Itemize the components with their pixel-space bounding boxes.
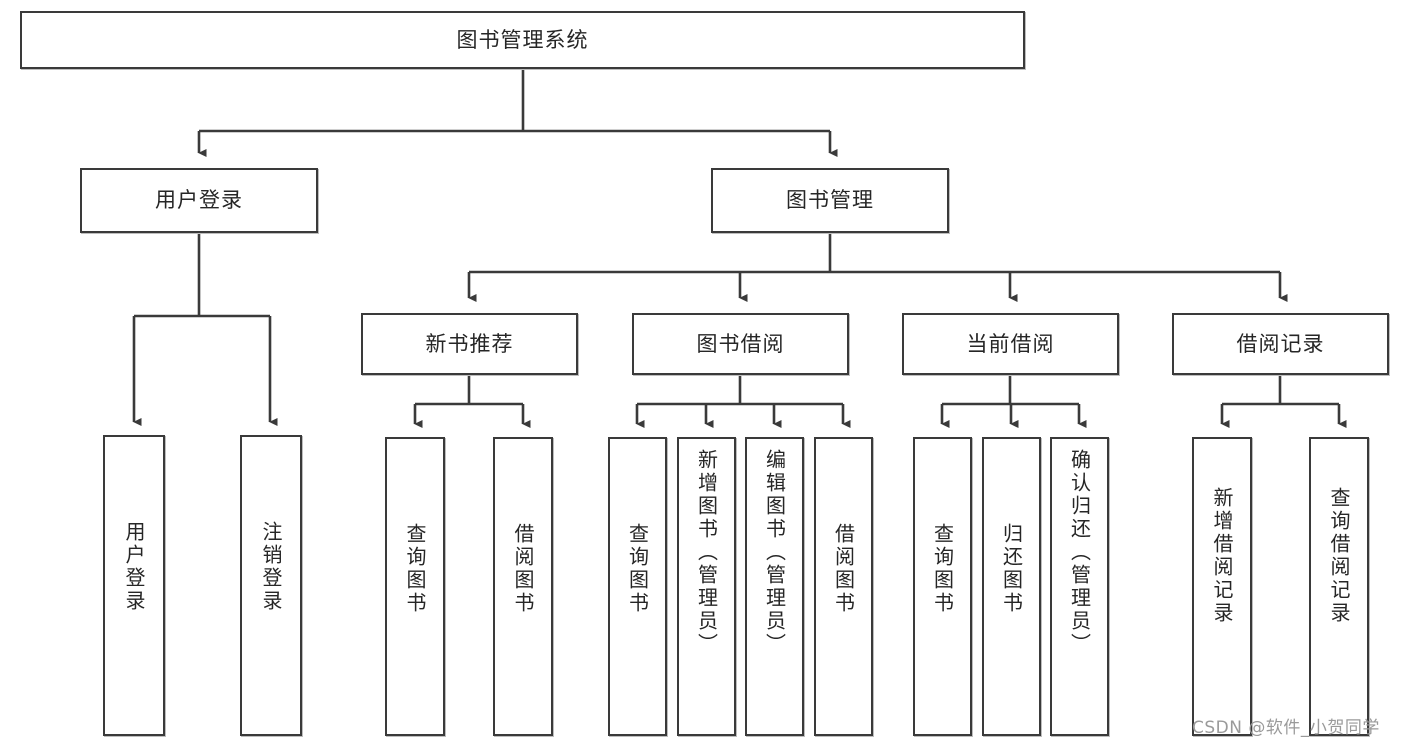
node-leaf-user-logout-label: 注销登录 (259, 521, 283, 613)
node-leaf-cur-return[interactable]: 归还图书 (982, 437, 1041, 736)
node-leaf-rec-add[interactable]: 新增借阅记录 (1192, 437, 1252, 736)
csdn-watermark: CSDN @软件_小贺同学 (1192, 718, 1380, 738)
node-new-book-rec-label: 新书推荐 (425, 331, 514, 356)
node-current-borrow[interactable]: 当前借阅 (902, 313, 1119, 375)
node-leaf-user-login-label: 用户登录 (122, 521, 146, 613)
node-root-label: 图书管理系统 (456, 27, 589, 52)
node-book-manage-label: 图书管理 (786, 188, 874, 213)
node-leaf-rec-borrow-label: 借阅图书 (511, 523, 535, 615)
node-current-borrow-label: 当前借阅 (966, 331, 1055, 356)
node-leaf-borrow-lend[interactable]: 借阅图书 (814, 437, 873, 736)
node-borrow-record[interactable]: 借阅记录 (1172, 313, 1389, 375)
node-leaf-rec-borrow[interactable]: 借阅图书 (493, 437, 553, 736)
node-borrow-record-label: 借阅记录 (1236, 331, 1325, 356)
node-leaf-rec-query[interactable]: 查询图书 (385, 437, 445, 736)
node-leaf-cur-query-label: 查询图书 (930, 523, 955, 615)
node-leaf-borrow-add-label: 新增图书（管理员） (694, 449, 719, 656)
node-leaf-borrow-edit[interactable]: 编辑图书（管理员） (745, 437, 804, 736)
node-leaf-cur-return-label: 归还图书 (999, 523, 1024, 615)
node-leaf-user-logout[interactable]: 注销登录 (240, 435, 302, 736)
node-book-borrow-label: 图书借阅 (696, 331, 785, 356)
node-leaf-borrow-query[interactable]: 查询图书 (608, 437, 667, 736)
node-leaf-rec-query2-label: 查询借阅记录 (1327, 487, 1351, 625)
node-leaf-cur-query[interactable]: 查询图书 (913, 437, 972, 736)
node-leaf-cur-confirm[interactable]: 确认归还（管理员） (1050, 437, 1109, 736)
node-leaf-borrow-edit-label: 编辑图书（管理员） (762, 449, 787, 656)
node-user-login[interactable]: 用户登录 (80, 168, 318, 233)
node-root[interactable]: 图书管理系统 (20, 11, 1025, 69)
node-leaf-rec-query2[interactable]: 查询借阅记录 (1309, 437, 1369, 736)
node-leaf-borrow-add[interactable]: 新增图书（管理员） (677, 437, 736, 736)
node-book-manage[interactable]: 图书管理 (711, 168, 949, 233)
node-leaf-borrow-lend-label: 借阅图书 (831, 523, 856, 615)
node-leaf-cur-confirm-label: 确认归还（管理员） (1067, 449, 1092, 656)
node-leaf-rec-query-label: 查询图书 (403, 523, 427, 615)
node-leaf-rec-add-label: 新增借阅记录 (1210, 487, 1234, 625)
node-new-book-rec[interactable]: 新书推荐 (361, 313, 578, 375)
node-leaf-borrow-query-label: 查询图书 (625, 523, 650, 615)
node-user-login-label: 用户登录 (155, 188, 243, 213)
node-book-borrow[interactable]: 图书借阅 (632, 313, 849, 375)
node-leaf-user-login[interactable]: 用户登录 (103, 435, 165, 736)
